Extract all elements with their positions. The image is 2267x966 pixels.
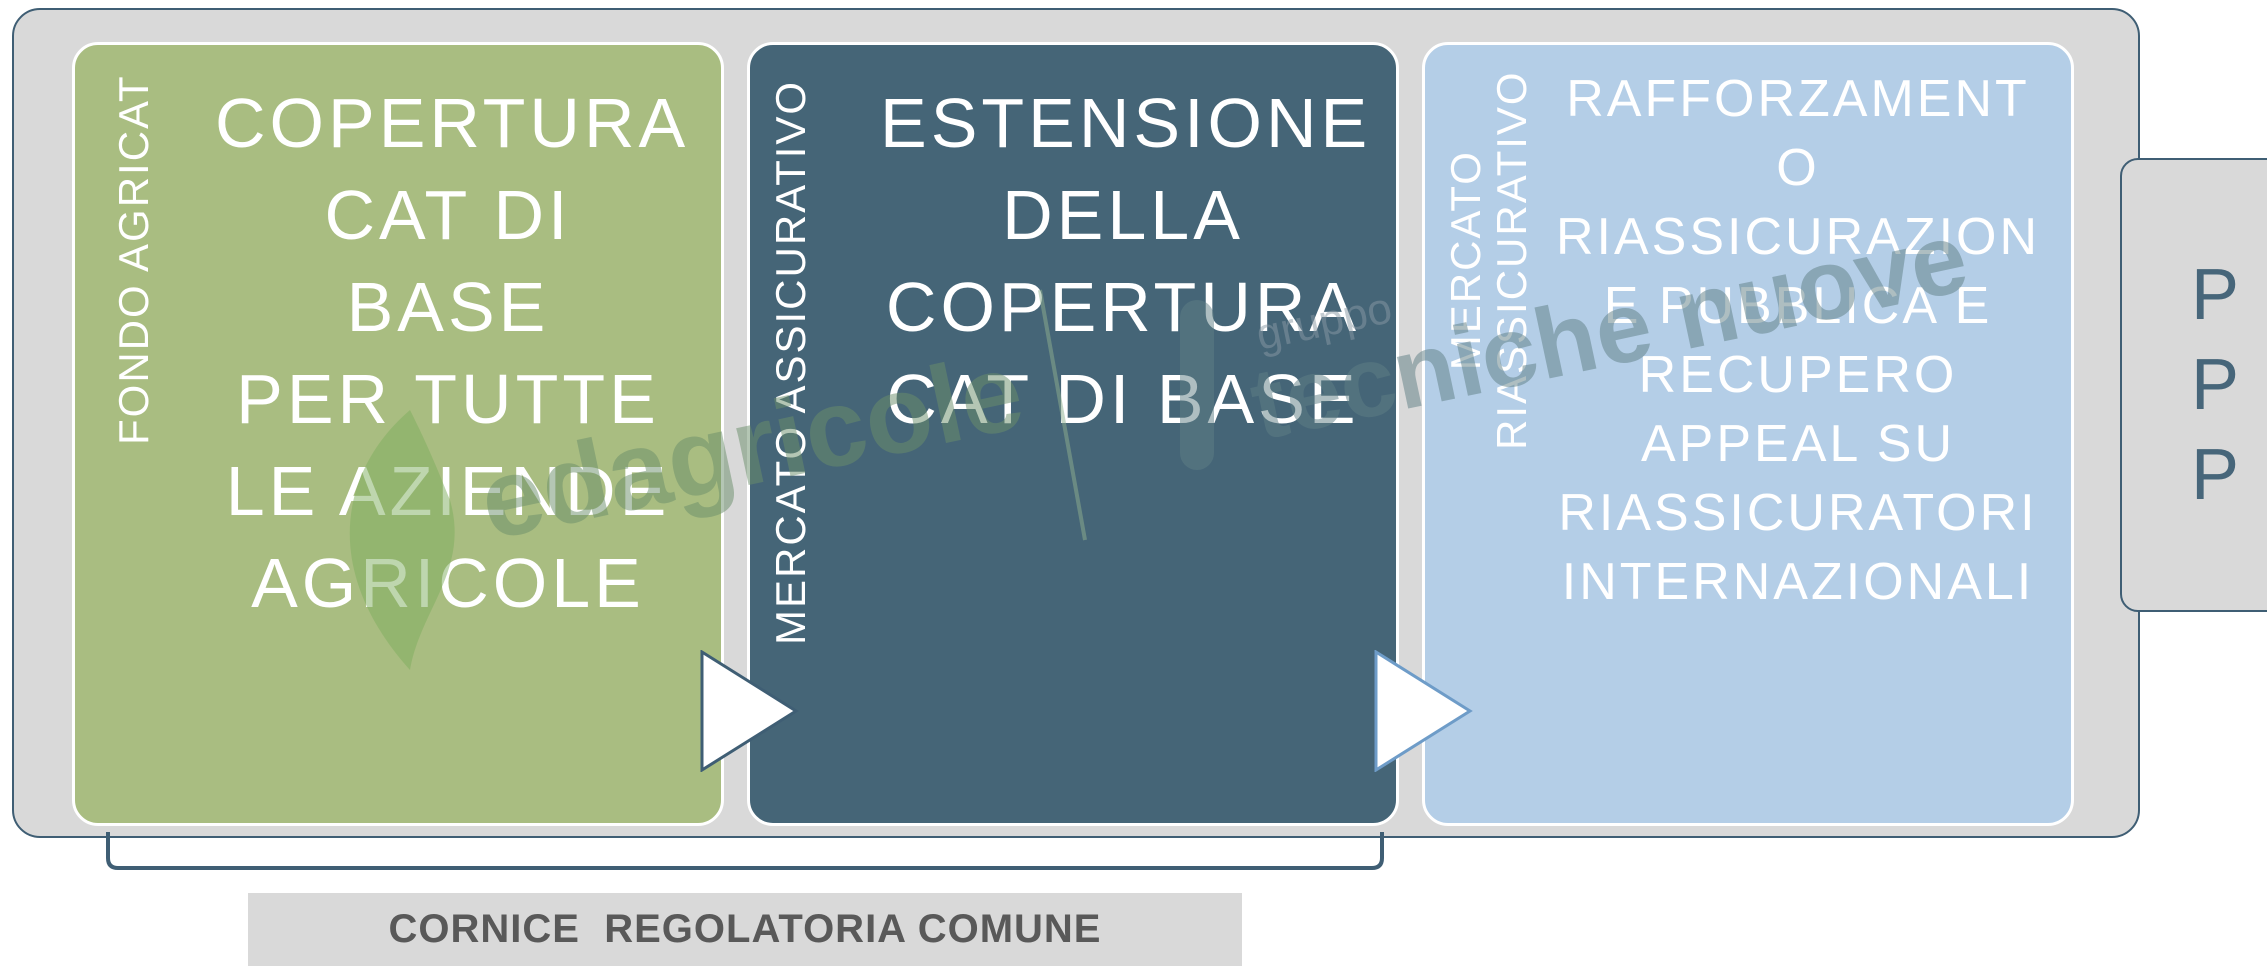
panel-text-line: DELLA: [1002, 176, 1244, 254]
panel-text-line: E PUBBLICA E: [1603, 277, 1993, 335]
panel-text-line: INTERNAZIONALI: [1561, 553, 2035, 611]
watermark-text-left: edagricole: [469, 329, 1033, 564]
panel-text: RAFFORZAMENT O RIASSICURAZION E PUBBLICA…: [1555, 65, 2041, 617]
panel-side-label: FONDO AGRICAT: [110, 74, 157, 445]
ppp-letter: P: [2190, 255, 2240, 335]
panel-text-line: APPEAL SU: [1640, 415, 1956, 473]
caption-label: CORNICE REGOLATORIA COMUNE: [248, 893, 1242, 966]
ppp-letter: P: [2190, 345, 2240, 425]
panel-fondo-agricat: FONDO AGRICAT COPERTURA CAT DI BASE PER …: [72, 42, 724, 826]
panel-text-line: ESTENSIONE: [880, 84, 1372, 162]
panel-text-line: RECUPERO: [1638, 346, 1958, 404]
arrow-right-icon: [700, 650, 799, 772]
watermark-text-right: tecniche nuove: [1241, 240, 1976, 462]
panel-text-line: RAFFORZAMENT: [1566, 70, 2030, 128]
panel-text-line: COPERTURA: [215, 84, 690, 162]
ppp-side-tab: P P P: [2120, 158, 2267, 612]
panel-mercato-riassicurativo: MERCATO RIASSICURATIVO RAFFORZAMENT O RI…: [1422, 42, 2074, 826]
bracket: [106, 832, 1384, 870]
arrow-right-icon: [1374, 650, 1473, 772]
panel-text-line: RIASSICURATORI: [1558, 484, 2038, 542]
panel-text-line: COPERTURA: [885, 268, 1361, 346]
panel-text-line: CAT DI BASE: [324, 176, 572, 346]
panel-mercato-assicurativo: MERCATO ASSICURATIVO ESTENSIONE DELLA CO…: [747, 42, 1399, 826]
panel-text-line: O: [1776, 139, 1820, 197]
ppp-letter: P: [2190, 435, 2240, 515]
panel-text-line: CAT DI BASE: [886, 360, 1360, 438]
panel-text: COPERTURA CAT DI BASE PER TUTTE LE AZIEN…: [215, 77, 690, 629]
watermark-logo: edagricole gruppo tecniche nuove: [349, 240, 1977, 670]
panel-text-line: PER TUTTE: [236, 360, 660, 438]
panel-text: ESTENSIONE DELLA COPERTURA CAT DI BASE: [880, 77, 1372, 445]
panel-text-line: RIASSICURAZION: [1555, 208, 2041, 266]
